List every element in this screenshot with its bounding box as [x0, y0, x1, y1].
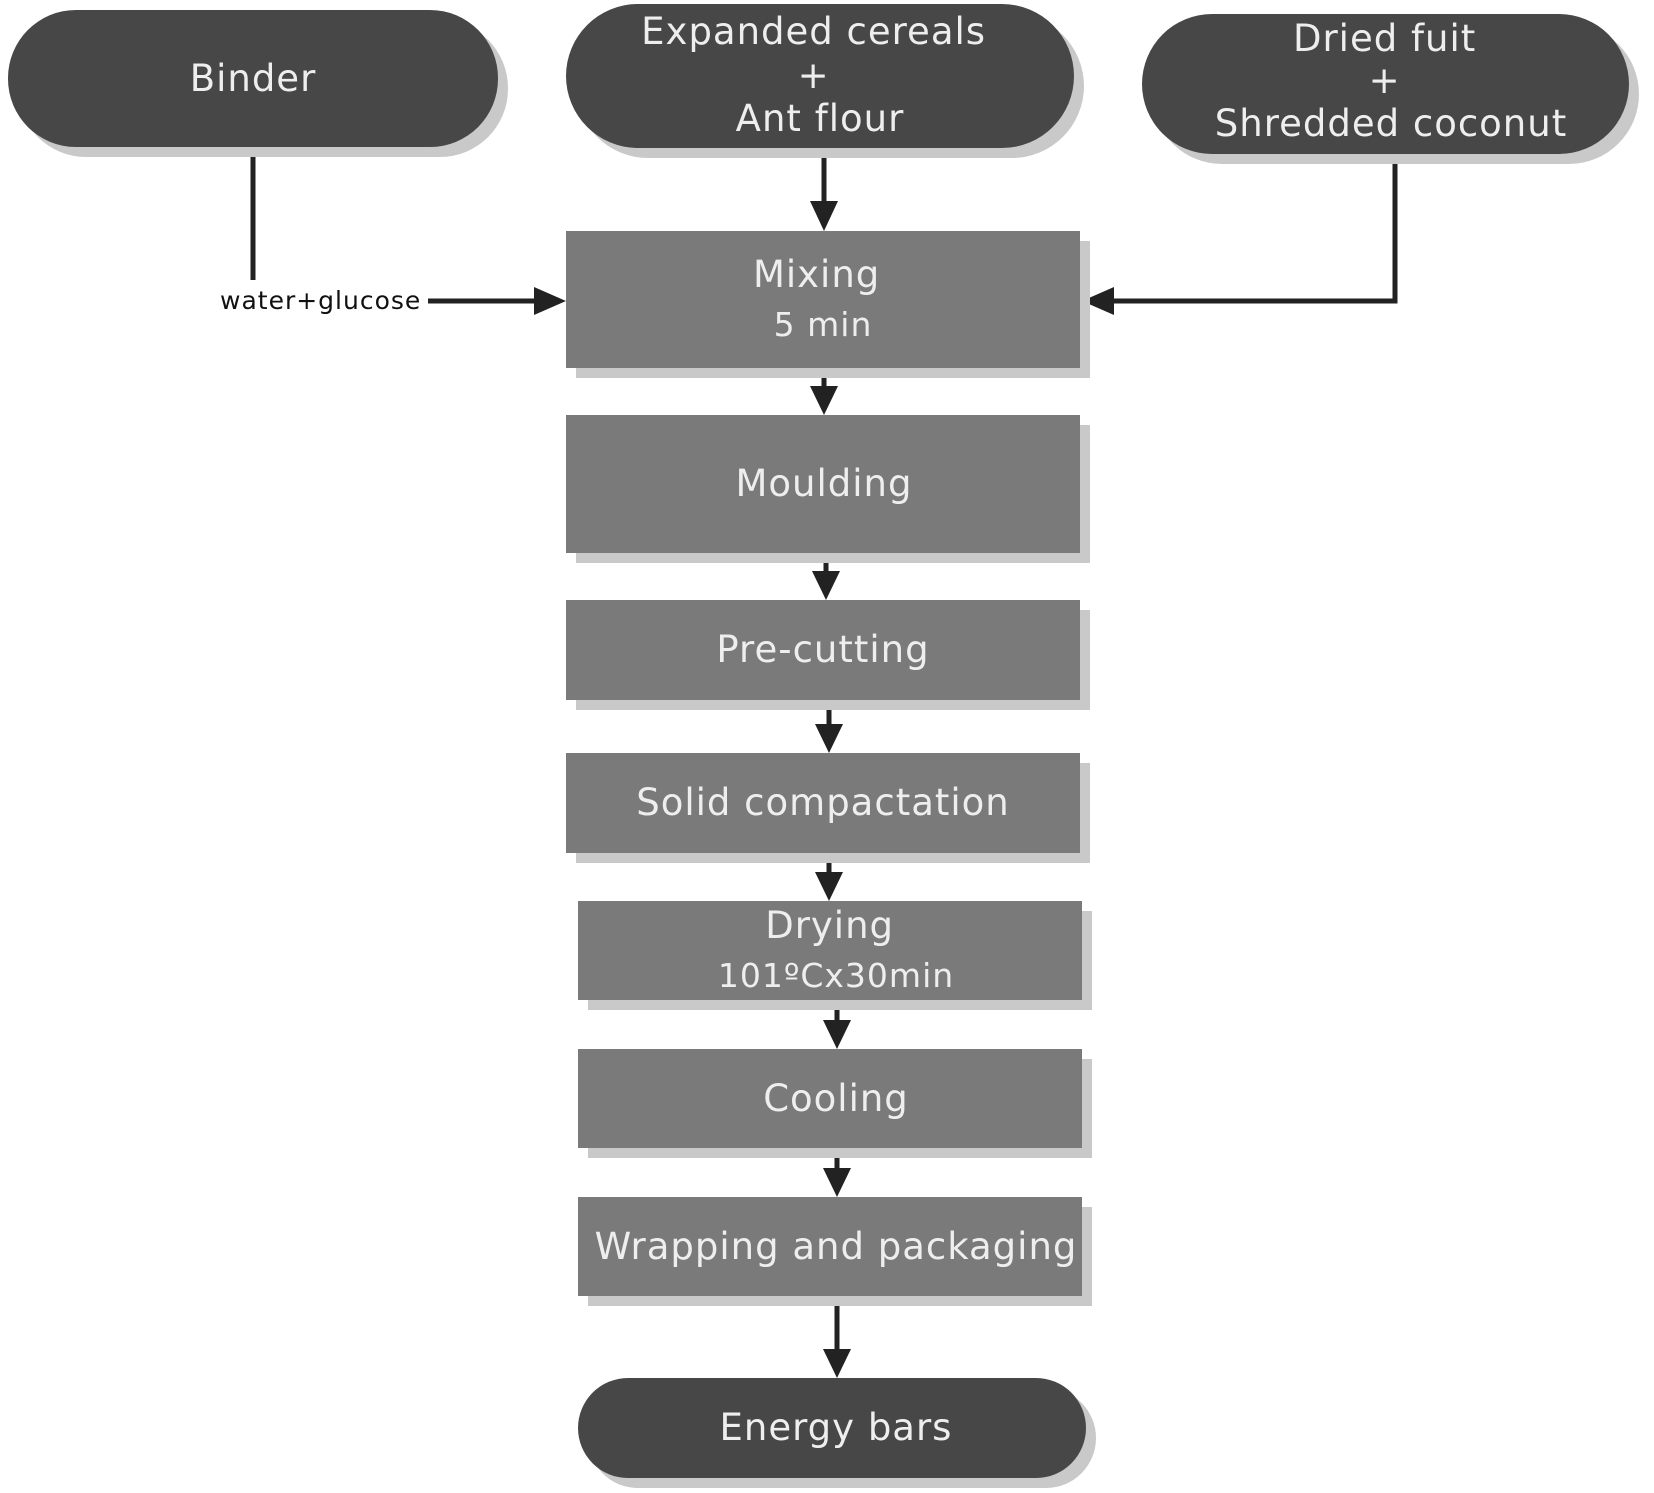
- arrowhead-compaction-drying: [815, 872, 843, 901]
- node-cooling-line-1: Cooling: [763, 1077, 909, 1120]
- arrowhead-wrapping-energy: [823, 1349, 851, 1378]
- arrowhead-moulding-precutting: [812, 571, 840, 600]
- node-fruit-line-1: Dried fuit: [1293, 17, 1476, 60]
- node-precutting-line-1: Pre-cutting: [716, 628, 929, 671]
- arrowhead-precutting-compaction: [815, 724, 843, 753]
- arrowhead-fruit-mixing: [1082, 287, 1114, 315]
- node-drying-line-1: Drying: [765, 904, 894, 947]
- node-precutting: Pre-cutting: [566, 600, 1090, 710]
- svg-text:Pre-cutting: Pre-cutting: [716, 628, 929, 671]
- arrowhead-cereals-mixing: [810, 201, 838, 231]
- node-binder: Binder: [8, 10, 508, 157]
- svg-text:Moulding: Moulding: [736, 462, 913, 505]
- node-cereals-line-3: Ant flour: [736, 97, 905, 140]
- edge-label-water-glucose: water+glucose: [220, 286, 421, 315]
- node-moulding-line-1: Moulding: [736, 462, 913, 505]
- arrowhead-drying-cooling: [823, 1020, 851, 1049]
- node-wrapping-line-1: Wrapping and packaging: [595, 1225, 1078, 1268]
- node-mixing-line-2: 5 min: [774, 305, 873, 344]
- node-cooling: Cooling: [578, 1049, 1092, 1158]
- svg-text:Dried fuit + Shred: Dried fuit + Shredded coconut: [1215, 17, 1567, 145]
- node-mixing-line-1: Mixing: [753, 253, 880, 296]
- node-binder-line-1: Binder: [190, 57, 317, 100]
- node-wrapping: Wrapping and packaging: [578, 1197, 1092, 1306]
- node-compaction-line-1: Solid compactation: [636, 781, 1010, 824]
- svg-text:Cooling: Cooling: [763, 1077, 909, 1120]
- svg-text:Binder: Binder: [190, 57, 317, 100]
- node-dried-fruit: Dried fuit + Shredded coconut: [1142, 14, 1639, 164]
- node-energy-line-1: Energy bars: [720, 1406, 953, 1449]
- svg-text:Solid compactation: Solid compactation: [636, 781, 1010, 824]
- node-mixing: Mixing 5 min: [566, 231, 1090, 378]
- arrowhead-binder-mixing: [534, 287, 566, 315]
- node-fruit-line-3: Shredded coconut: [1215, 102, 1567, 145]
- connector-fruit-mixing: [1110, 152, 1398, 304]
- node-drying: Drying 101ºCx30min: [578, 901, 1092, 1010]
- svg-text:Mixing 5 min: Mixing 5 min: [753, 253, 893, 344]
- svg-text:Expanded cereals +: Expanded cereals + Ant flour: [641, 10, 999, 140]
- svg-text:Drying 101ºCx30min: Drying 101ºCx30min: [718, 904, 954, 995]
- node-cereals-line-2: +: [798, 54, 830, 97]
- node-expanded-cereals: Expanded cereals + Ant flour: [566, 4, 1084, 158]
- node-energy-bars: Energy bars: [578, 1378, 1096, 1488]
- node-fruit-line-2: +: [1369, 59, 1401, 102]
- svg-text:Wrapping and packaging: Wrapping and packaging: [595, 1225, 1078, 1268]
- arrowhead-mixing-moulding: [810, 386, 838, 415]
- node-moulding: Moulding: [566, 415, 1090, 563]
- node-solid-compaction: Solid compactation: [566, 753, 1090, 863]
- svg-text:Energy bars: Energy bars: [720, 1406, 953, 1449]
- node-cereals-line-1: Expanded cereals: [641, 10, 986, 53]
- arrowhead-cooling-wrapping: [823, 1168, 851, 1197]
- node-drying-line-2: 101ºCx30min: [718, 956, 954, 995]
